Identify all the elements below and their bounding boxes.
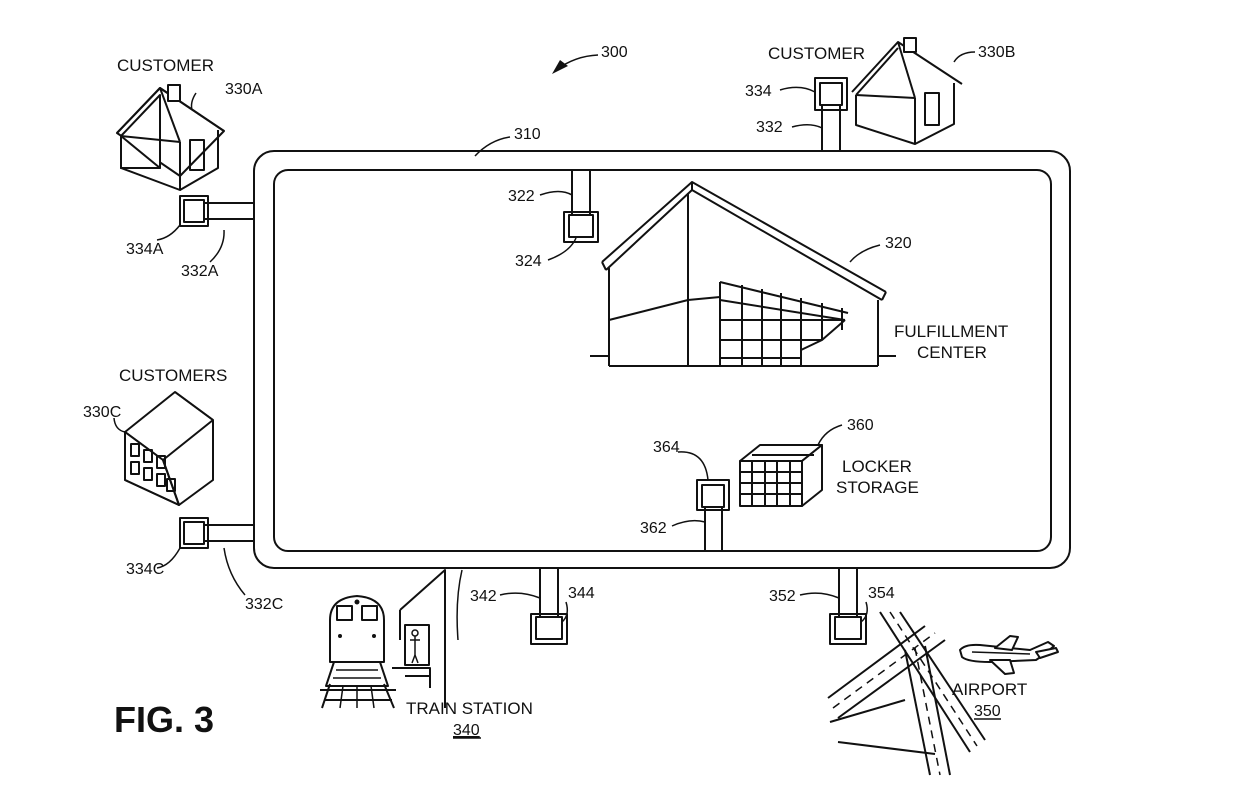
locker-storage-label-line2: STORAGE [836,478,919,497]
ref-340: 340 [453,722,480,739]
conduit-352 [829,568,867,645]
conduit-362 [696,479,730,551]
train-station-label: TRAIN STATION [406,699,533,718]
ref-332c: 332C [245,596,283,613]
conduit-342 [530,568,568,645]
customers-c-label: CUSTOMERS [119,366,227,385]
ref-300: 300 [601,44,628,61]
leader-lines [113,51,976,641]
ref-330a: 330A [225,81,263,98]
building-windows [130,443,176,492]
customers-building-c [124,391,214,506]
ref-350: 350 [974,703,1001,720]
ref-334: 334 [745,83,772,100]
ref-334a: 334A [126,241,164,258]
airplane-icon [959,635,1059,675]
conduit-332c [179,517,255,549]
figure-number: FIG. 3 [114,699,214,740]
figure-reference-arrow [552,54,599,74]
fulfillment-center-label-line1: FULFILLMENT [894,322,1008,341]
conduit-332a [179,195,255,227]
customer-a-label: CUSTOMER [117,56,214,75]
ref-334c: 334C [126,561,164,578]
airport-runways [827,611,986,776]
ref-320: 320 [885,235,912,252]
customer-house-a [116,84,225,191]
ref-342: 342 [470,588,497,605]
ref-324: 324 [515,253,542,270]
ref-322: 322 [508,188,535,205]
train-station [320,569,446,709]
fulfillment-center-label-line2: CENTER [917,343,987,362]
ref-332: 332 [756,119,783,136]
ref-330c: 330C [83,404,121,421]
ref-360: 360 [847,417,874,434]
ref-310: 310 [514,126,541,143]
customer-house-b [851,37,963,145]
ref-354: 354 [868,585,895,602]
fulfillment-center-window-grid [719,281,849,366]
ref-332a: 332A [181,263,219,280]
locker-storage-unit [739,444,823,507]
conduit-332 [814,77,848,151]
fulfillment-center-building [590,181,896,367]
train-locomotive-icon [320,595,396,709]
customer-b-label: CUSTOMER [768,44,865,63]
ref-352: 352 [769,588,796,605]
locker-storage-label-line1: LOCKER [842,457,912,476]
delivery-network-loop [253,150,1071,569]
ref-344: 344 [568,585,595,602]
train-station-platform-icon [392,569,446,708]
ref-364: 364 [653,439,680,456]
ref-362: 362 [640,520,667,537]
ref-330b: 330B [978,44,1015,61]
airport-label: AIRPORT [952,680,1027,699]
conduit-322 [563,170,599,243]
